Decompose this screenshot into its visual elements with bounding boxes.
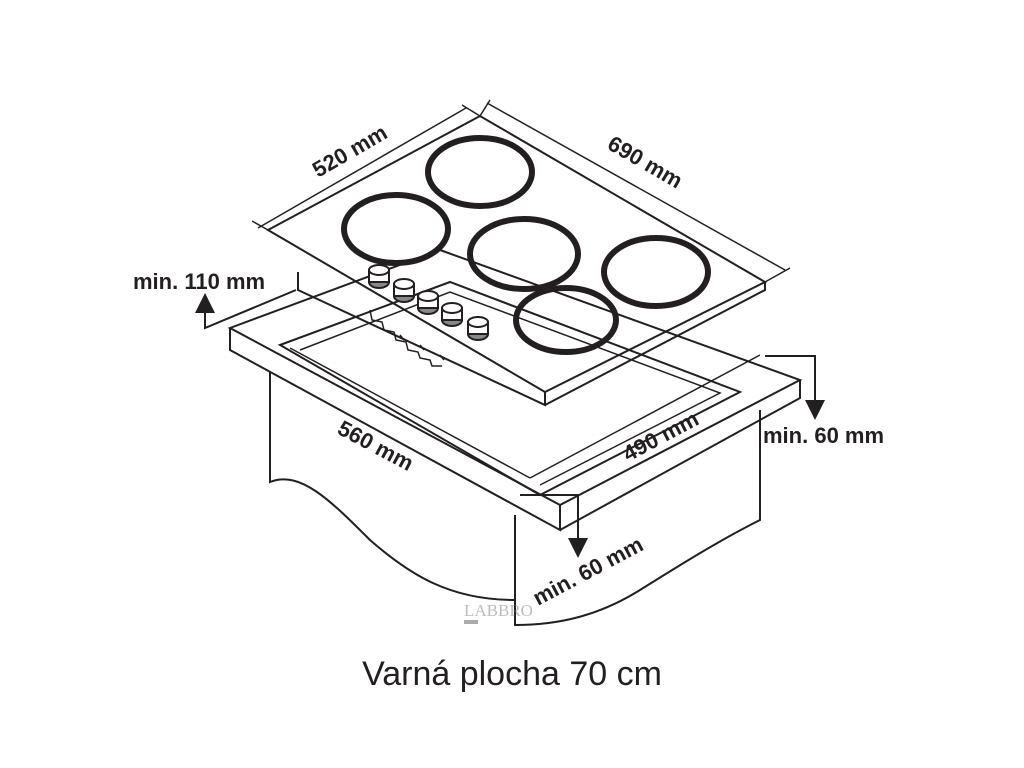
knob-1 (368, 264, 390, 289)
dim-min-60-back: min. 60 mm (763, 423, 884, 448)
burners (341, 135, 711, 355)
arrow-min-110 (195, 289, 297, 330)
cabinet-body (269, 372, 761, 627)
knob-2 (393, 278, 415, 303)
dim-520: 520 mm (308, 120, 391, 183)
hob-underside-clips (369, 309, 445, 367)
dim-min-110: min. 110 mm (133, 269, 265, 294)
burner-right (601, 235, 711, 309)
dim-min-60-front: min. 60 mm (529, 532, 648, 611)
burner-front (513, 285, 619, 355)
arrow-min-60-back (765, 355, 825, 420)
burner-center (467, 216, 581, 292)
control-knobs (368, 264, 489, 341)
dimension-lines (251, 99, 791, 479)
dim-690: 690 mm (604, 131, 687, 194)
burner-rear-left (341, 192, 451, 266)
caption: Varná plocha 70 cm (362, 655, 662, 693)
knob-5 (467, 316, 489, 341)
watermark-logo: LABBRO (464, 601, 533, 624)
knob-4 (441, 302, 463, 327)
clearance-arrows (195, 289, 825, 558)
watermark-text: LABBRO (464, 601, 533, 620)
arrow-min-60-front (520, 494, 588, 558)
knob-3 (417, 290, 439, 315)
burner-rear-center (425, 135, 535, 209)
